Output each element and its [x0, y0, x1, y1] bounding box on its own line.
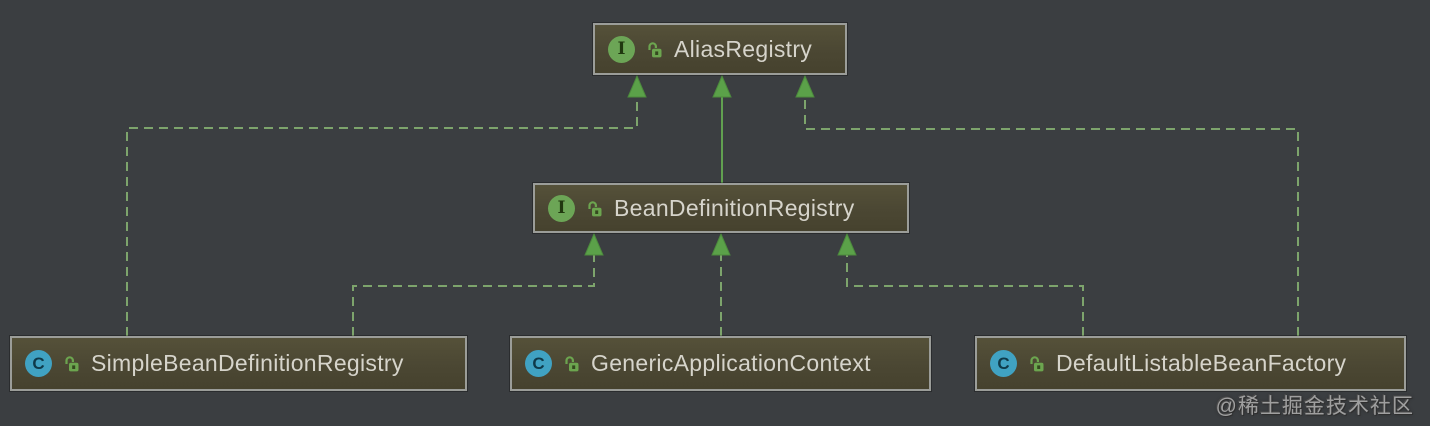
- edge-default-to-alias: [804, 97, 1299, 336]
- node-label-bean-definition-registry: BeanDefinitionRegistry: [614, 194, 855, 221]
- public-lock-icon: [585, 199, 604, 218]
- node-default-listable-bean-factory[interactable]: C DefaultListableBeanFactory: [975, 336, 1406, 391]
- arrowhead-default-to-alias: [795, 74, 815, 98]
- node-label-simple-bean-definition-registry: SimpleBeanDefinitionRegistry: [91, 350, 404, 376]
- edge-default-to-bdr: [846, 255, 1084, 336]
- public-lock-icon: [62, 354, 81, 373]
- node-simple-bean-definition-registry[interactable]: C SimpleBeanDefinitionRegistry: [10, 336, 467, 391]
- node-generic-application-context[interactable]: C GenericApplicationContext: [510, 336, 931, 391]
- node-alias-registry[interactable]: I AliasRegistry: [593, 23, 847, 75]
- class-icon: C: [525, 350, 552, 377]
- class-icon: C: [25, 350, 52, 377]
- arrowhead-bdr-to-alias: [712, 74, 732, 98]
- node-bean-definition-registry[interactable]: I BeanDefinitionRegistry: [533, 183, 909, 233]
- interface-icon: I: [548, 194, 575, 222]
- interface-icon: I: [608, 35, 635, 63]
- arrowhead-simple-to-alias: [627, 74, 647, 98]
- class-icon: C: [990, 350, 1017, 377]
- node-label-alias-registry: AliasRegistry: [674, 35, 813, 62]
- edge-simple-to-bdr: [352, 255, 595, 336]
- public-lock-icon: [562, 354, 581, 373]
- node-label-generic-application-context: GenericApplicationContext: [591, 350, 871, 376]
- arrowhead-simple-to-bdr: [584, 232, 604, 256]
- arrowhead-default-to-bdr: [837, 232, 857, 256]
- node-label-default-listable-bean-factory: DefaultListableBeanFactory: [1056, 350, 1347, 376]
- public-lock-icon: [1027, 354, 1046, 373]
- public-lock-icon: [645, 40, 664, 59]
- arrowhead-generic-to-bdr: [711, 232, 731, 256]
